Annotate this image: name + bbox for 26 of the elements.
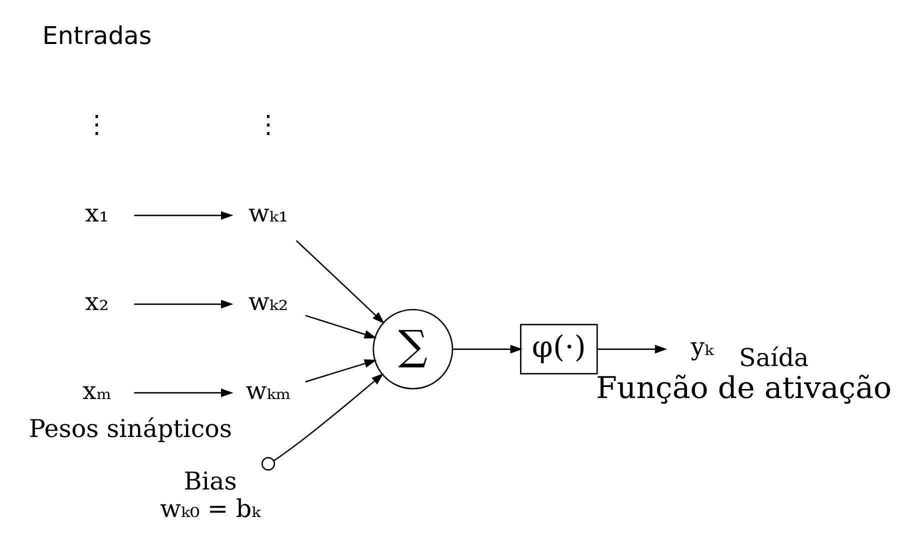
- arrow: [134, 300, 233, 308]
- arrow: [304, 314, 376, 338]
- node-label: Bias: [183, 466, 236, 496]
- node-box: φ(·): [520, 324, 598, 374]
- node-label: Função de ativação: [596, 370, 892, 406]
- node-circle: [260, 456, 275, 471]
- node-text: x₁: [84, 198, 108, 228]
- arrow: [272, 373, 384, 462]
- node-text: wₖₘ: [245, 376, 290, 405]
- node-text: yₖ: [690, 332, 714, 362]
- node-label: Saída: [738, 343, 808, 372]
- arrow: [295, 240, 384, 324]
- node-text: ⋮: [84, 110, 110, 139]
- node-label: Pesos sinápticos: [28, 414, 232, 444]
- node-text: x₂: [84, 287, 108, 316]
- arrow: [452, 344, 522, 354]
- arrow: [134, 388, 233, 398]
- arrow: [134, 211, 233, 220]
- arrow: [304, 359, 376, 382]
- label: Entradas: [42, 21, 152, 50]
- node-text: wₖ₁: [248, 198, 288, 228]
- node-text: ⋮: [255, 110, 280, 139]
- node-label: wₖ₀ = bₖ: [159, 494, 260, 523]
- node-text: wₖ₂: [248, 287, 288, 316]
- node-text: xₘ: [82, 376, 111, 405]
- arrow: [596, 344, 667, 354]
